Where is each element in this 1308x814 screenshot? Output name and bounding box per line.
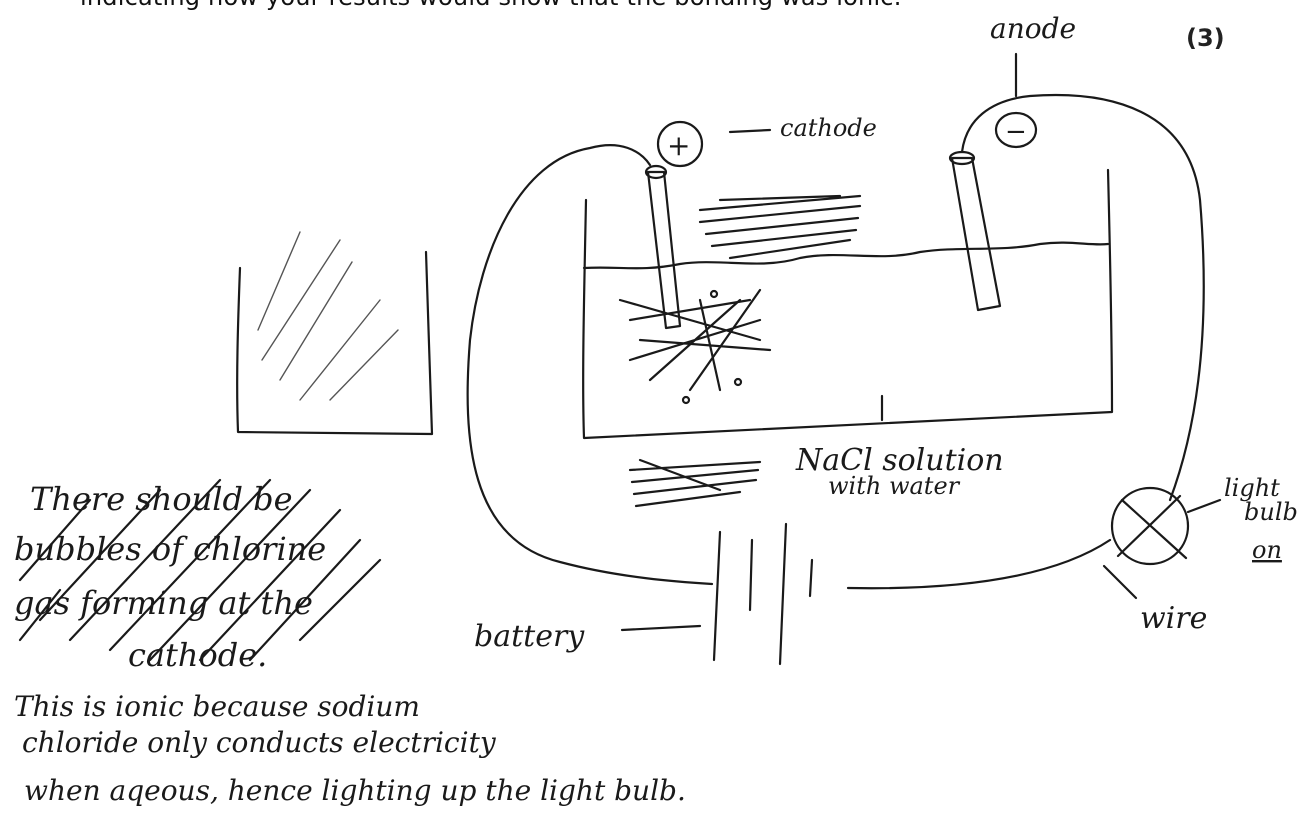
battery-label: battery xyxy=(474,619,585,654)
answer-line-1: This is ionic because sodium xyxy=(14,690,420,723)
small-beaker xyxy=(237,232,432,434)
right-electrode xyxy=(950,152,1000,310)
answer-line-2: chloride only conducts electricity xyxy=(22,726,497,759)
light-bulb-label-line2: bulb xyxy=(1244,498,1298,526)
minus-sign: − xyxy=(1005,117,1027,147)
anode-label: anode xyxy=(990,12,1076,45)
final-answer: This is ionic because sodium chloride on… xyxy=(14,690,686,807)
positive-terminal-symbol: + xyxy=(658,122,702,166)
battery-icon xyxy=(622,524,812,664)
cathode-label: cathode xyxy=(780,114,877,142)
crossed-line-2: bubbles of chlorine xyxy=(14,530,326,568)
left-electrode xyxy=(646,166,680,328)
light-bulb-label-line3: on xyxy=(1252,536,1282,564)
negative-terminal-symbol: − xyxy=(996,113,1036,147)
answer-line-3: when aqeous, hence lighting up the light… xyxy=(24,774,686,807)
wire-label: wire xyxy=(1140,601,1207,636)
light-bulb-icon xyxy=(1104,488,1220,598)
crossed-line-4: cathode. xyxy=(128,636,267,674)
crossed-out-answer: There should be bubbles of chlorine gas … xyxy=(14,480,380,674)
cathode-pointer-line xyxy=(730,130,770,132)
plus-sign: + xyxy=(667,129,690,162)
solution-label-line2: with water xyxy=(828,472,961,500)
